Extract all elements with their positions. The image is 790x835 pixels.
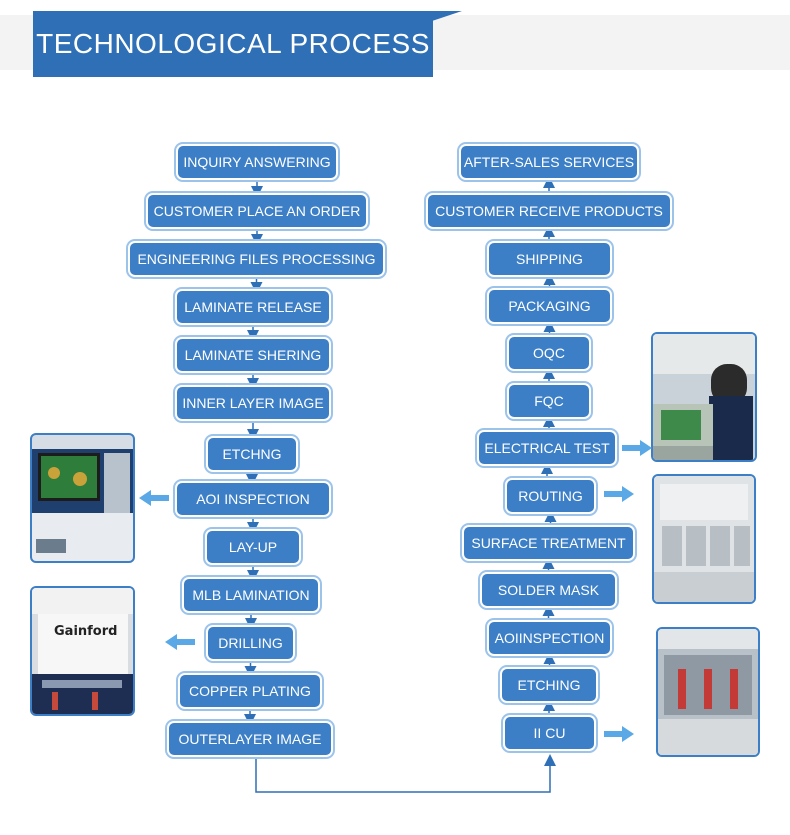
arrow-to-copper-photo (604, 726, 634, 742)
step-customer-place-order: CUSTOMER PLACE AN ORDER (148, 195, 366, 227)
step-oqc: OQC (509, 337, 589, 369)
step-aoi-inspection: AOI INSPECTION (177, 483, 329, 515)
electrical-test-photo (651, 332, 757, 462)
step-engineering-files-processing: ENGINEERING FILES PROCESSING (130, 243, 383, 275)
step-outerlayer-image: OUTERLAYER IMAGE (169, 723, 331, 755)
right-column-arrows (541, 176, 557, 715)
step-ii-cu: II CU (505, 717, 594, 749)
step-solder-mask: SOLDER MASK (482, 574, 615, 606)
step-packaging: PACKAGING (489, 290, 610, 322)
step-mlb-lamination: MLB LAMINATION (184, 579, 318, 611)
routing-machine-photo (652, 474, 756, 604)
step-laminate-shering: LAMINATE SHERING (177, 339, 329, 371)
step-electrical-test: ELECTRICAL TEST (479, 432, 615, 464)
step-laminate-release: LAMINATE RELEASE (177, 291, 329, 323)
step-copper-plating: COPPER PLATING (180, 675, 320, 707)
drilling-machine-photo: Gainford (30, 586, 135, 716)
step-surface-treatment: SURFACE TREATMENT (464, 527, 633, 559)
step-aoiinspection: AOIINSPECTION (489, 622, 610, 654)
arrow-to-drilling-photo (165, 634, 195, 650)
step-lay-up: LAY-UP (207, 531, 299, 563)
left-column-arrows (244, 180, 263, 726)
aoi-machine-photo (30, 433, 135, 563)
page-title: TECHNOLOGICAL PROCESS (33, 11, 433, 77)
step-fqc: FQC (509, 385, 589, 417)
step-etching: ETCHING (502, 669, 596, 701)
drilling-machine-brand: Gainford (54, 624, 118, 639)
arrow-to-aoi-photo (139, 490, 169, 506)
step-customer-receive-products: CUSTOMER RECEIVE PRODUCTS (428, 195, 670, 227)
step-after-sales-services: AFTER-SALES SERVICES (461, 146, 637, 178)
step-drilling: DRILLING (208, 627, 293, 659)
step-inner-layer-image: INNER LAYER IMAGE (177, 387, 329, 419)
step-shipping: SHIPPING (489, 243, 610, 275)
step-inquiry-answering: INQUIRY ANSWERING (178, 146, 336, 178)
arrow-to-routing-photo (604, 486, 634, 502)
arrow-to-electrical-test-photo (622, 440, 652, 456)
step-etchng: ETCHNG (208, 438, 296, 470)
bottom-connector-line (255, 754, 556, 793)
title-tab-corner (432, 11, 462, 21)
step-routing: ROUTING (507, 480, 594, 512)
copper-line-photo (656, 627, 760, 757)
